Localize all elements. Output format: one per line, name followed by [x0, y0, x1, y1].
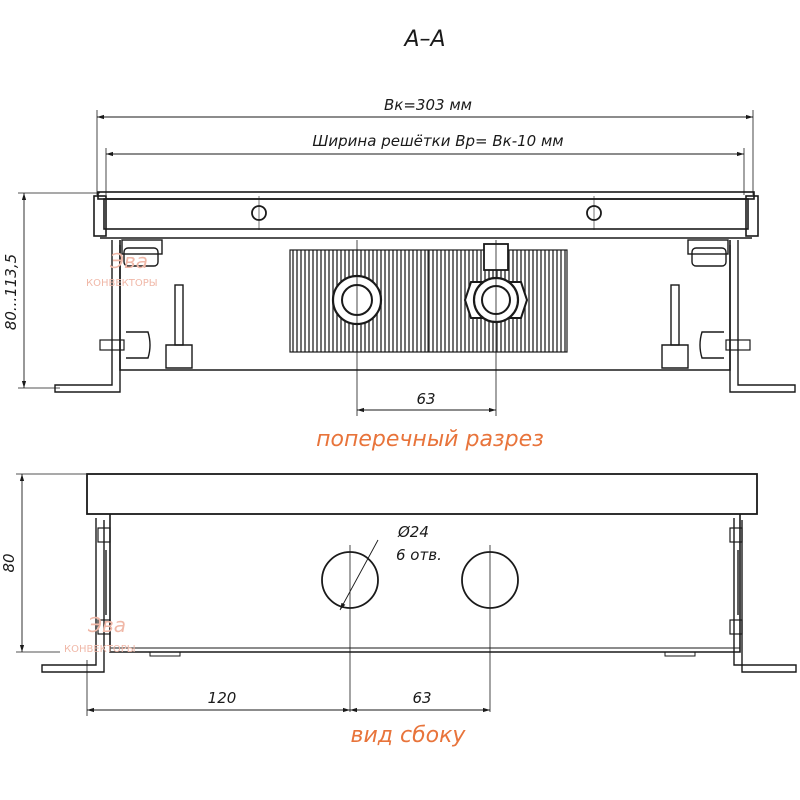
side-spacing-label: 63: [412, 689, 431, 707]
adjust-rod-right: [670, 284, 680, 346]
adjust-foot-left: [165, 344, 193, 369]
cross-section-view: Bк=303 мм Ширина решётки Bр= Bк-10 мм 80…: [2, 96, 796, 452]
offset-dim-label: 120: [208, 689, 237, 707]
side-view-caption: вид сбоку: [351, 723, 467, 748]
side-screw-bottom-left: [97, 619, 111, 635]
side-body: [109, 514, 741, 653]
support-bracket-right: [729, 240, 796, 393]
grille-top-bar: [97, 191, 755, 200]
side-view: 80 Ø24 6 отв. 120 63 Эва КОН: [0, 473, 797, 748]
side-foot-left-a: [149, 651, 181, 657]
side-screw-top-left: [97, 527, 111, 543]
hole-diameter-label: Ø24: [397, 523, 429, 541]
section-title: А–А: [402, 27, 445, 52]
side-clip-left: [126, 331, 151, 359]
pipe-spacing-label: 63: [416, 390, 435, 408]
hole-diameter-leader: [339, 539, 379, 611]
side-height-label: 80: [0, 553, 18, 572]
grille-rim-left: [93, 195, 107, 237]
side-screw-bottom-right: [729, 619, 743, 635]
width-dimension-label: Bк=303 мм: [384, 96, 472, 114]
side-bracket-right: [733, 518, 797, 673]
grille-frame: [103, 198, 749, 230]
watermark-text: КОНВЕКТОРЫ: [86, 278, 158, 289]
foot-pad-left: [691, 247, 727, 267]
corner-block-right: [687, 239, 729, 255]
side-screw-top-right: [729, 527, 743, 543]
height-dimension-label: 80...113,5: [2, 254, 20, 330]
watermark-logo-2: Эва: [87, 613, 126, 637]
corner-block-left: [121, 239, 163, 255]
side-grille-top: [86, 473, 758, 515]
hole-count-label: 6 отв.: [396, 546, 442, 564]
watermark-logo: Эва: [109, 249, 148, 273]
side-screw-left: [99, 339, 125, 351]
cross-section-caption: поперечный разрез: [316, 427, 544, 452]
grille-rim-right: [745, 195, 759, 237]
foot-pad-left-b: [123, 247, 159, 267]
watermark-text-2: КОНВЕКТОРЫ: [64, 644, 136, 655]
grille-dimension-label: Ширина решётки Bр= Bк-10 мм: [312, 132, 563, 150]
support-bracket-left: [54, 240, 121, 393]
adjust-rod-left: [174, 284, 184, 346]
side-clip-right: [699, 331, 724, 359]
adjust-foot-right: [661, 344, 689, 369]
side-screw-right: [725, 339, 751, 351]
side-foot-right-a: [664, 651, 696, 657]
side-bracket-left: [41, 518, 105, 673]
